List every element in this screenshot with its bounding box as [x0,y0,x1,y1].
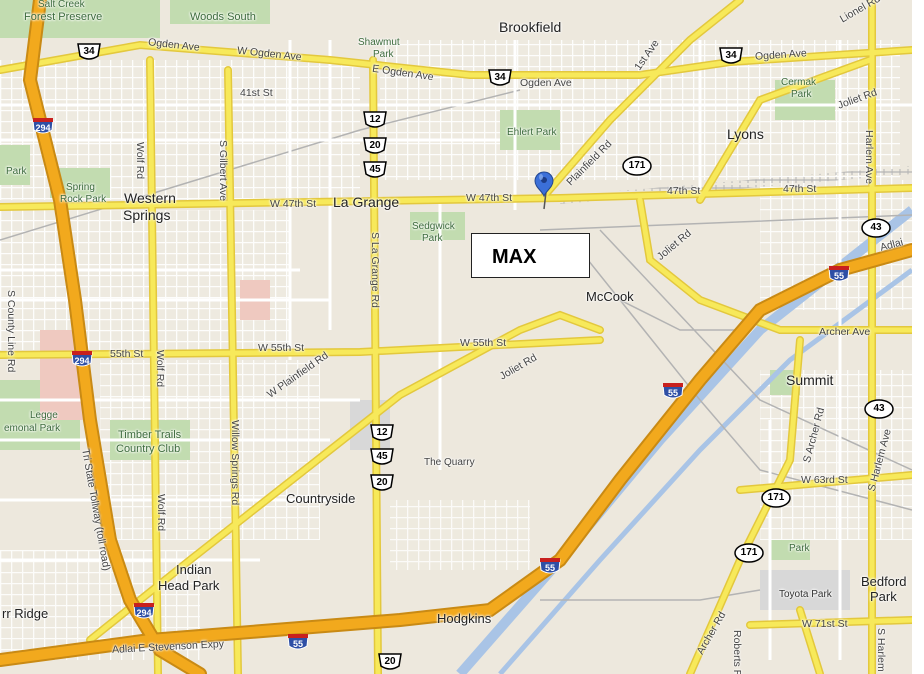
park-label-toyota-park: Toyota Park [779,589,832,600]
town-label-western: Western [124,190,176,206]
park-label-spring: Spring [66,182,95,193]
street-label-w71: W 71st St [802,618,848,630]
town-label-hodgkins: Hodgkins [437,611,492,626]
street-label-county-line: S County Line Rd [5,290,17,373]
interstate-shield: 55 [537,557,563,577]
street-label-w47-2: W 47th St [466,192,513,204]
street-label-archer-1: Archer Ave [819,326,871,338]
location-marker[interactable] [533,170,555,210]
park-label-park-left: Park [6,166,27,177]
town-label-lyons: Lyons [727,126,764,142]
street-label-41st: 41st St [240,87,273,99]
street-label-wolf-2: Wolf Rd [154,350,166,388]
park-label-park-small: Park [789,543,810,554]
map-pin-icon [534,171,554,210]
marker-label-box: MAX [471,233,590,278]
street-label-ogden-2: Ogden Ave [520,77,572,89]
town-label-mccook: McCook [586,289,634,304]
interstate-shield: 55 [660,382,686,402]
town-label-brookfield: Brookfield [499,19,562,35]
town-label-burr-ridge: rr Ridge [2,606,49,621]
town-label-la-grange: La Grange [333,194,400,210]
park-label-country-club: Country Club [116,443,181,455]
town-label-countryside: Countryside [286,491,356,506]
town-label-summit: Summit [786,372,834,388]
us-route-shield: 34 [487,68,513,88]
street-label-harlem-top: Harlem Ave [863,130,875,185]
street-label-wolf-3: Wolf Rd [155,494,167,532]
town-label-indian: Indian [176,562,212,577]
park-label-forest-preserve: Forest Preserve [24,11,103,23]
street-label-gilbert: S Gilbert Ave [217,140,229,202]
town-label-bedford-park: Park [870,589,897,604]
us-route-shield: 20 [362,136,388,156]
street-label-willow-springs: Willow Springs Rd [229,420,241,506]
park-label-woods-south: Woods South [190,11,256,23]
interstate-shield: 55 [826,265,852,285]
street-label-la-grange-rd: S La Grange Rd [369,232,381,308]
town-label-bedford: Bedford [861,574,907,589]
street-label-w47-1: W 47th St [270,198,317,210]
street-label-w55-3: W 55th St [460,337,507,349]
park-label-rock-park: Rock Park [60,194,107,205]
us-route-shield: 34 [76,42,102,62]
park-label-shawmut-park: Park [373,49,394,60]
park-label-sedgwick-park: Park [422,233,443,244]
state-route-shield: 43 [864,399,894,419]
interstate-shield: 294 [69,350,95,370]
interstate-shield: 294 [131,602,157,622]
us-route-shield: 20 [369,473,395,493]
street-label-w55-2: W 55th St [258,342,305,354]
us-route-shield: 45 [369,447,395,467]
street-label-roberts: Roberts Rd [731,630,743,674]
park-label-memorial-park: emonal Park [4,423,61,434]
us-route-shield: 12 [362,110,388,130]
state-route-shield: 171 [734,543,764,563]
street-label-s-harlem-2: S Harlem [875,628,887,672]
us-route-shield: 34 [718,46,744,66]
state-route-shield: 171 [761,488,791,508]
park-label-timber-trails: Timber Trails [118,429,182,441]
street-label-55th-1: 55th St [110,348,144,360]
interstate-shield: 294 [30,117,56,137]
street-label-w63: W 63rd St [801,474,848,486]
street-label-47th-2: 47th St [783,183,817,195]
state-route-shield: 171 [622,156,652,176]
state-route-shield: 43 [861,218,891,238]
marker-label-text: MAX [492,246,537,268]
park-label-cermak-park: Park [791,89,812,100]
street-label-47th-1: 47th St [667,185,701,197]
park-label-legge: Legge [30,410,58,421]
town-label-springs: Springs [123,207,171,223]
park-label-the-quarry: The Quarry [424,457,475,468]
park-label-cermak: Cermak [781,77,817,88]
park-label-ehlert: Ehlert Park [507,127,557,138]
us-route-shield: 45 [362,160,388,180]
town-label-head-park: Head Park [158,578,220,593]
park-label-sedgwick: Sedgwick [412,221,455,232]
interstate-shield: 55 [285,633,311,653]
street-label-wolf-1: Wolf Rd [134,142,146,180]
us-route-shield: 12 [369,423,395,443]
park-label-salt-creek: Salt Creek [38,0,85,10]
park-label-shawmut: Shawmut [358,37,400,48]
us-route-shield: 20 [377,652,403,672]
